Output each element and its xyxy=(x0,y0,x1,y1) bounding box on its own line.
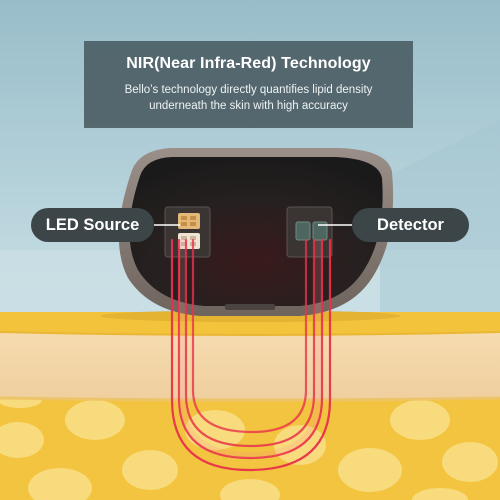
light-path-inner xyxy=(184,238,316,448)
dermis-layer xyxy=(0,330,500,400)
light-glow xyxy=(179,240,321,459)
info-description-line-2: underneath the skin with high accuracy xyxy=(149,100,348,112)
skin-surface-edge xyxy=(0,331,500,336)
info-box: NIR(Near Infra-Red) Technology Bello’s t… xyxy=(84,41,413,128)
led-source-label: LED Source xyxy=(31,208,154,242)
info-description: Bello’s technology directly quantifies l… xyxy=(84,82,413,114)
info-description-line-1: Bello’s technology directly quantifies l… xyxy=(124,84,373,96)
info-title: NIR(Near Infra-Red) Technology xyxy=(126,55,371,72)
fat-cells xyxy=(0,392,498,500)
led-source-module xyxy=(164,206,211,258)
detector-module xyxy=(286,206,333,258)
device-seam xyxy=(225,304,275,310)
nir-light-paths xyxy=(170,238,332,472)
light-path-outer xyxy=(170,238,332,472)
dermis-fat-border xyxy=(0,396,500,402)
detector-label: Detector xyxy=(352,208,469,242)
light-path-core xyxy=(191,238,308,434)
light-path-mid xyxy=(177,238,324,460)
